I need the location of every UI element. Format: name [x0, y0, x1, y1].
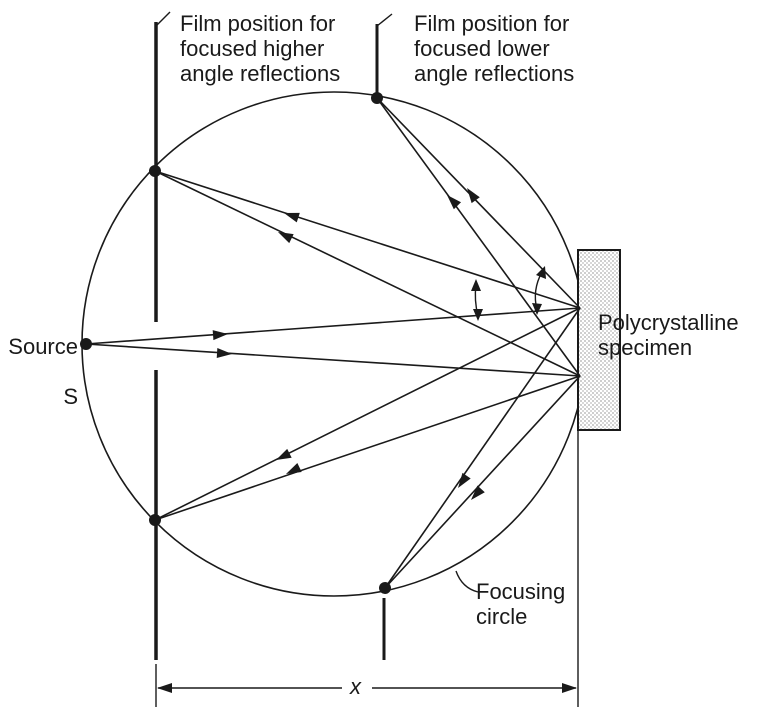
- incident-ray-lower: [85, 343, 581, 377]
- angle-arrow: [536, 266, 546, 279]
- label-focusing-circle: Focusing circle: [476, 579, 566, 629]
- label-distance-x: x: [350, 674, 361, 699]
- reflected-ray-6: [154, 375, 581, 521]
- label-source-symbol: S: [63, 384, 78, 409]
- focus-point-upper-left: [149, 165, 161, 177]
- arrowhead: [212, 330, 228, 341]
- reflected-ray-5: [154, 307, 581, 521]
- reflected-ray-2: [154, 170, 581, 377]
- focus-point-upper-right: [371, 92, 383, 104]
- arrowhead: [286, 462, 302, 474]
- arrowhead: [467, 188, 480, 204]
- angle-arrow: [471, 279, 481, 291]
- arrowhead: [447, 195, 462, 210]
- arrowhead: [276, 448, 292, 460]
- reflected-ray-4: [376, 97, 581, 377]
- label-film-higher: Film position for focused higher angle r…: [180, 11, 341, 86]
- label-source-word: Source: [8, 334, 78, 359]
- label-specimen: Polycrystalline specimen: [598, 310, 739, 360]
- angle-arrow: [532, 303, 542, 315]
- incident-ray-upper: [85, 307, 581, 345]
- label-film-lower: Film position for focused lower angle re…: [414, 11, 575, 86]
- arrowhead: [216, 348, 232, 359]
- focus-point-lower-left: [149, 514, 161, 526]
- reflected-ray-7: [384, 307, 581, 589]
- reflected-ray-3: [376, 97, 581, 309]
- reflected-ray-8: [384, 375, 581, 589]
- arrowhead: [458, 472, 471, 488]
- dimension-arrow-right: [562, 683, 577, 693]
- angle-arrow: [473, 309, 483, 321]
- label-source: Source S: [4, 309, 78, 434]
- arrowhead: [284, 212, 300, 223]
- dimension-arrow-left: [157, 683, 172, 693]
- film-higher-leader: [155, 11, 171, 27]
- reflected-ray-1: [154, 170, 581, 309]
- focusing-circle-leader: [455, 570, 479, 593]
- focus-point-lower-right: [379, 582, 391, 594]
- polycrystalline-specimen: [577, 249, 621, 431]
- source-point: [80, 338, 92, 350]
- arrowhead: [278, 232, 294, 244]
- film-lower-leader: [376, 13, 393, 27]
- arrowhead: [471, 485, 485, 500]
